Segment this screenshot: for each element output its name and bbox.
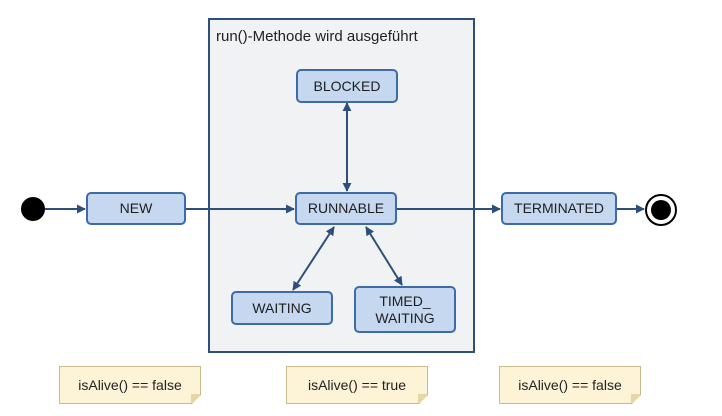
initial-node bbox=[21, 197, 45, 221]
note-after: isAlive() == false bbox=[499, 366, 641, 404]
note-fold bbox=[418, 394, 427, 403]
state-runnable: RUNNABLE bbox=[295, 192, 397, 225]
final-node bbox=[645, 194, 677, 226]
note-during-text: isAlive() == true bbox=[307, 377, 407, 393]
arrow-runnable-waiting bbox=[292, 226, 335, 291]
note-fold bbox=[631, 394, 640, 403]
state-timed-waiting: TIMED_ WAITING bbox=[354, 286, 456, 333]
note-before: isAlive() == false bbox=[59, 366, 201, 404]
arrow-runnable-timed-waiting bbox=[365, 226, 403, 286]
final-node-dot bbox=[651, 200, 671, 220]
region-title: run()-Methode wird ausgeführt bbox=[216, 28, 418, 45]
note-during: isAlive() == true bbox=[286, 366, 428, 404]
state-waiting: WAITING bbox=[231, 291, 333, 325]
state-blocked: BLOCKED bbox=[296, 69, 398, 103]
note-fold bbox=[191, 394, 200, 403]
state-new: NEW bbox=[86, 192, 186, 225]
state-terminated: TERMINATED bbox=[501, 192, 617, 225]
note-before-text: isAlive() == false bbox=[78, 377, 182, 393]
note-after-text: isAlive() == false bbox=[518, 377, 622, 393]
